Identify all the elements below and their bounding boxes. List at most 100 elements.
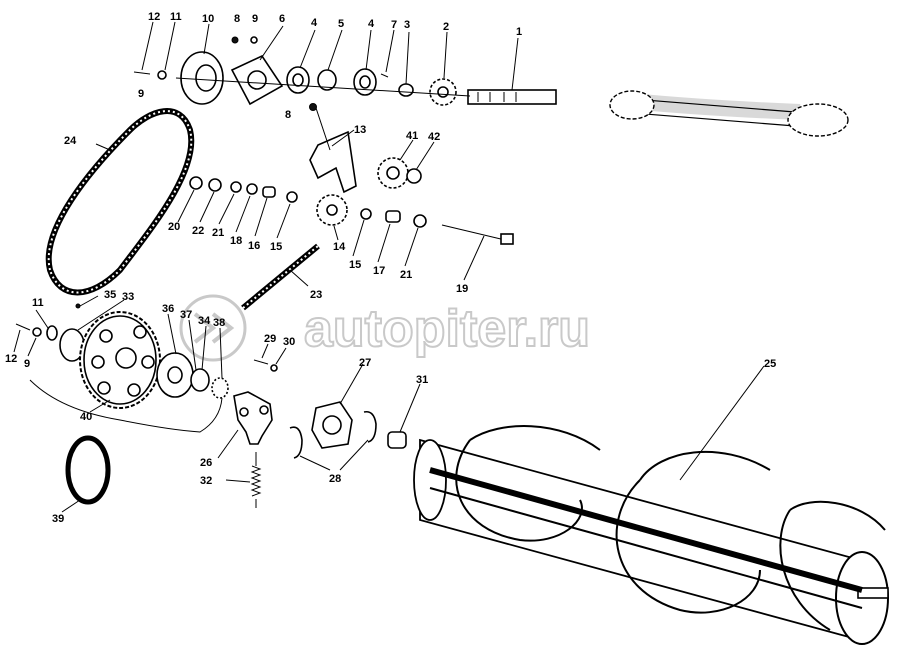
- top-shaft-assembly: [133, 36, 557, 106]
- plate-hole: [247, 70, 267, 90]
- leader-26: [217, 429, 239, 459]
- spring-part-32: [250, 465, 262, 497]
- leader-23: [289, 269, 309, 287]
- middle-assembly: [189, 103, 514, 311]
- lever-hole: [239, 407, 249, 417]
- label-15b: 15: [349, 259, 361, 271]
- auger-flight-1-top: [469, 425, 601, 451]
- washer-part-21b: [413, 214, 427, 228]
- assembly-axis: [175, 77, 471, 97]
- cardan-joint-left: [609, 90, 655, 120]
- washer-part-9: [157, 70, 167, 80]
- sprocket-40-hole: [133, 325, 147, 339]
- label-42: 42: [428, 131, 440, 143]
- leader-31: [399, 383, 421, 433]
- bearing-part-5: [317, 69, 337, 91]
- bolt-part-12b: [15, 323, 31, 331]
- friction-disc-part-39: [65, 435, 111, 505]
- flange-hole: [359, 75, 371, 89]
- leader-28b: [339, 439, 369, 471]
- bushing-part-17: [385, 210, 401, 223]
- bracket-part-13: [309, 130, 357, 194]
- label-14: 14: [333, 241, 346, 253]
- chain-links: [242, 245, 319, 309]
- auger-tube-end-left: [413, 439, 447, 521]
- chain-part-23: [241, 243, 320, 311]
- ring-part-18: [246, 183, 258, 195]
- auger-tube: [419, 438, 861, 642]
- label-39: 39: [52, 513, 64, 525]
- leader-21: [218, 193, 235, 225]
- belt-teeth: [47, 110, 193, 294]
- leader-12b: [13, 329, 21, 353]
- leader-20: [177, 189, 195, 223]
- bolt-part-29: [253, 359, 269, 365]
- lever-part-26: [233, 391, 273, 445]
- auger-flight-3-top: [789, 500, 886, 531]
- auger-flight-3: [779, 509, 831, 631]
- part-labels: 1 2 3 4 4 5 6 7 8 8 9 9 9 10 11 11 12 12…: [5, 11, 776, 525]
- label-9b: 9: [138, 88, 144, 100]
- washer-part-11b: [46, 325, 58, 341]
- leader-1: [511, 37, 519, 91]
- sprocket-40-hole: [141, 355, 155, 369]
- leader-15: [276, 203, 291, 239]
- auger-part-25: [413, 425, 889, 645]
- leader-35: [79, 295, 99, 307]
- bushing-part-3: [398, 83, 414, 97]
- leader-21b: [404, 227, 419, 267]
- bushing-part-16: [262, 186, 276, 198]
- bolt-part-12: [133, 71, 151, 75]
- clamp-part-28b: [363, 410, 377, 443]
- leader-25: [679, 365, 765, 481]
- leader-6: [259, 25, 284, 61]
- leader-37: [188, 319, 197, 371]
- leader-5: [327, 29, 343, 71]
- leader-lines: [13, 21, 765, 513]
- label-33: 33: [122, 291, 134, 303]
- label-29: 29: [264, 333, 276, 345]
- cardan-shaft-edge-bottom: [619, 111, 821, 129]
- label-40: 40: [80, 411, 92, 423]
- auger-flight-2: [615, 479, 761, 614]
- leader-16: [254, 197, 268, 237]
- label-27: 27: [359, 357, 371, 369]
- sprocket-40-hub: [115, 347, 137, 369]
- label-8a: 8: [234, 13, 240, 25]
- label-31: 31: [416, 374, 428, 386]
- tensioner-assembly: [233, 359, 278, 508]
- washer-part-9b: [32, 327, 42, 337]
- assembly-loop-line: [29, 379, 223, 433]
- screw-part-7: [380, 73, 389, 78]
- leader-12: [141, 21, 154, 71]
- leader-15b: [352, 219, 365, 257]
- clamp-part-28a: [289, 426, 303, 459]
- label-38: 38: [213, 317, 225, 329]
- label-3: 3: [404, 19, 410, 31]
- sprocket-40-hole: [91, 355, 105, 369]
- washer-part-15b: [360, 208, 372, 220]
- label-34: 34: [198, 315, 211, 327]
- shaft-part-1: [467, 89, 557, 105]
- key-part-35: [75, 303, 81, 309]
- leader-41: [399, 139, 414, 161]
- label-12b: 12: [5, 353, 17, 365]
- label-7: 7: [391, 19, 397, 31]
- cardan-joint-right: [787, 103, 849, 137]
- leader-36: [167, 313, 177, 355]
- label-5: 5: [338, 18, 344, 30]
- label-16: 16: [248, 240, 260, 252]
- label-24: 24: [64, 135, 77, 147]
- sprocket-40-hole: [97, 381, 111, 395]
- leader-39: [61, 499, 81, 513]
- label-28: 28: [329, 473, 341, 485]
- label-21b: 21: [400, 269, 412, 281]
- ring-part-34: [190, 368, 210, 392]
- leader-27: [339, 363, 364, 405]
- clutch-part-38: [211, 377, 229, 399]
- sprocket-40-hole: [127, 383, 141, 397]
- bolt-19-head: [500, 233, 514, 245]
- label-41: 41: [406, 130, 418, 142]
- leader-4a: [365, 29, 372, 71]
- leader-18: [235, 195, 251, 233]
